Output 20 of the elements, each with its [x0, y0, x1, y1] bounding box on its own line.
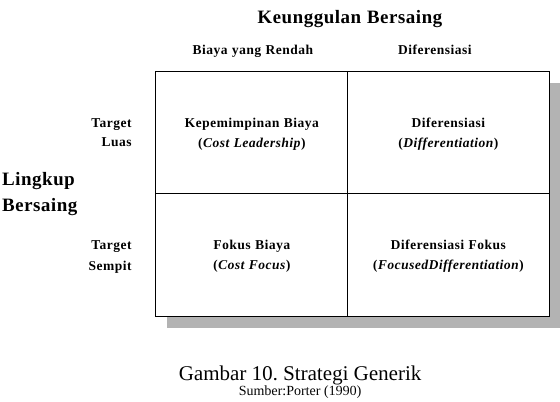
strategy-term: (Cost Leadership) [198, 134, 306, 152]
axis-title: Keunggulan Bersaing [257, 6, 443, 30]
strategy-name: Diferensiasi Fokus [390, 236, 506, 254]
axis-title: Lingkup Bersaing [2, 168, 79, 218]
row-header: Target Sempit [88, 236, 132, 275]
strategy-term: (FocusedDifferentiation) [372, 256, 524, 274]
strategy-term: (Cost Focus) [213, 256, 291, 274]
matrix-cell [155, 71, 349, 195]
matrix-cell [347, 71, 550, 195]
strategy-name: Diferensiasi [412, 114, 486, 132]
figure-caption: Gambar 10. Strategi Generik [178, 361, 422, 385]
strategy-term: (Differentiation) [398, 134, 499, 152]
column-header: Biaya yang Rendah [192, 41, 314, 59]
column-header: Diferensiasi [398, 41, 472, 59]
source-note: Sumber:Porter (1990) [238, 384, 362, 400]
matrix-cell [155, 193, 349, 317]
matrix-cell [347, 193, 550, 317]
row-header: Target Luas [90, 114, 132, 151]
strategy-name: Fokus Biaya [213, 236, 291, 254]
strategy-name: Kepemimpinan Biaya [184, 114, 320, 132]
